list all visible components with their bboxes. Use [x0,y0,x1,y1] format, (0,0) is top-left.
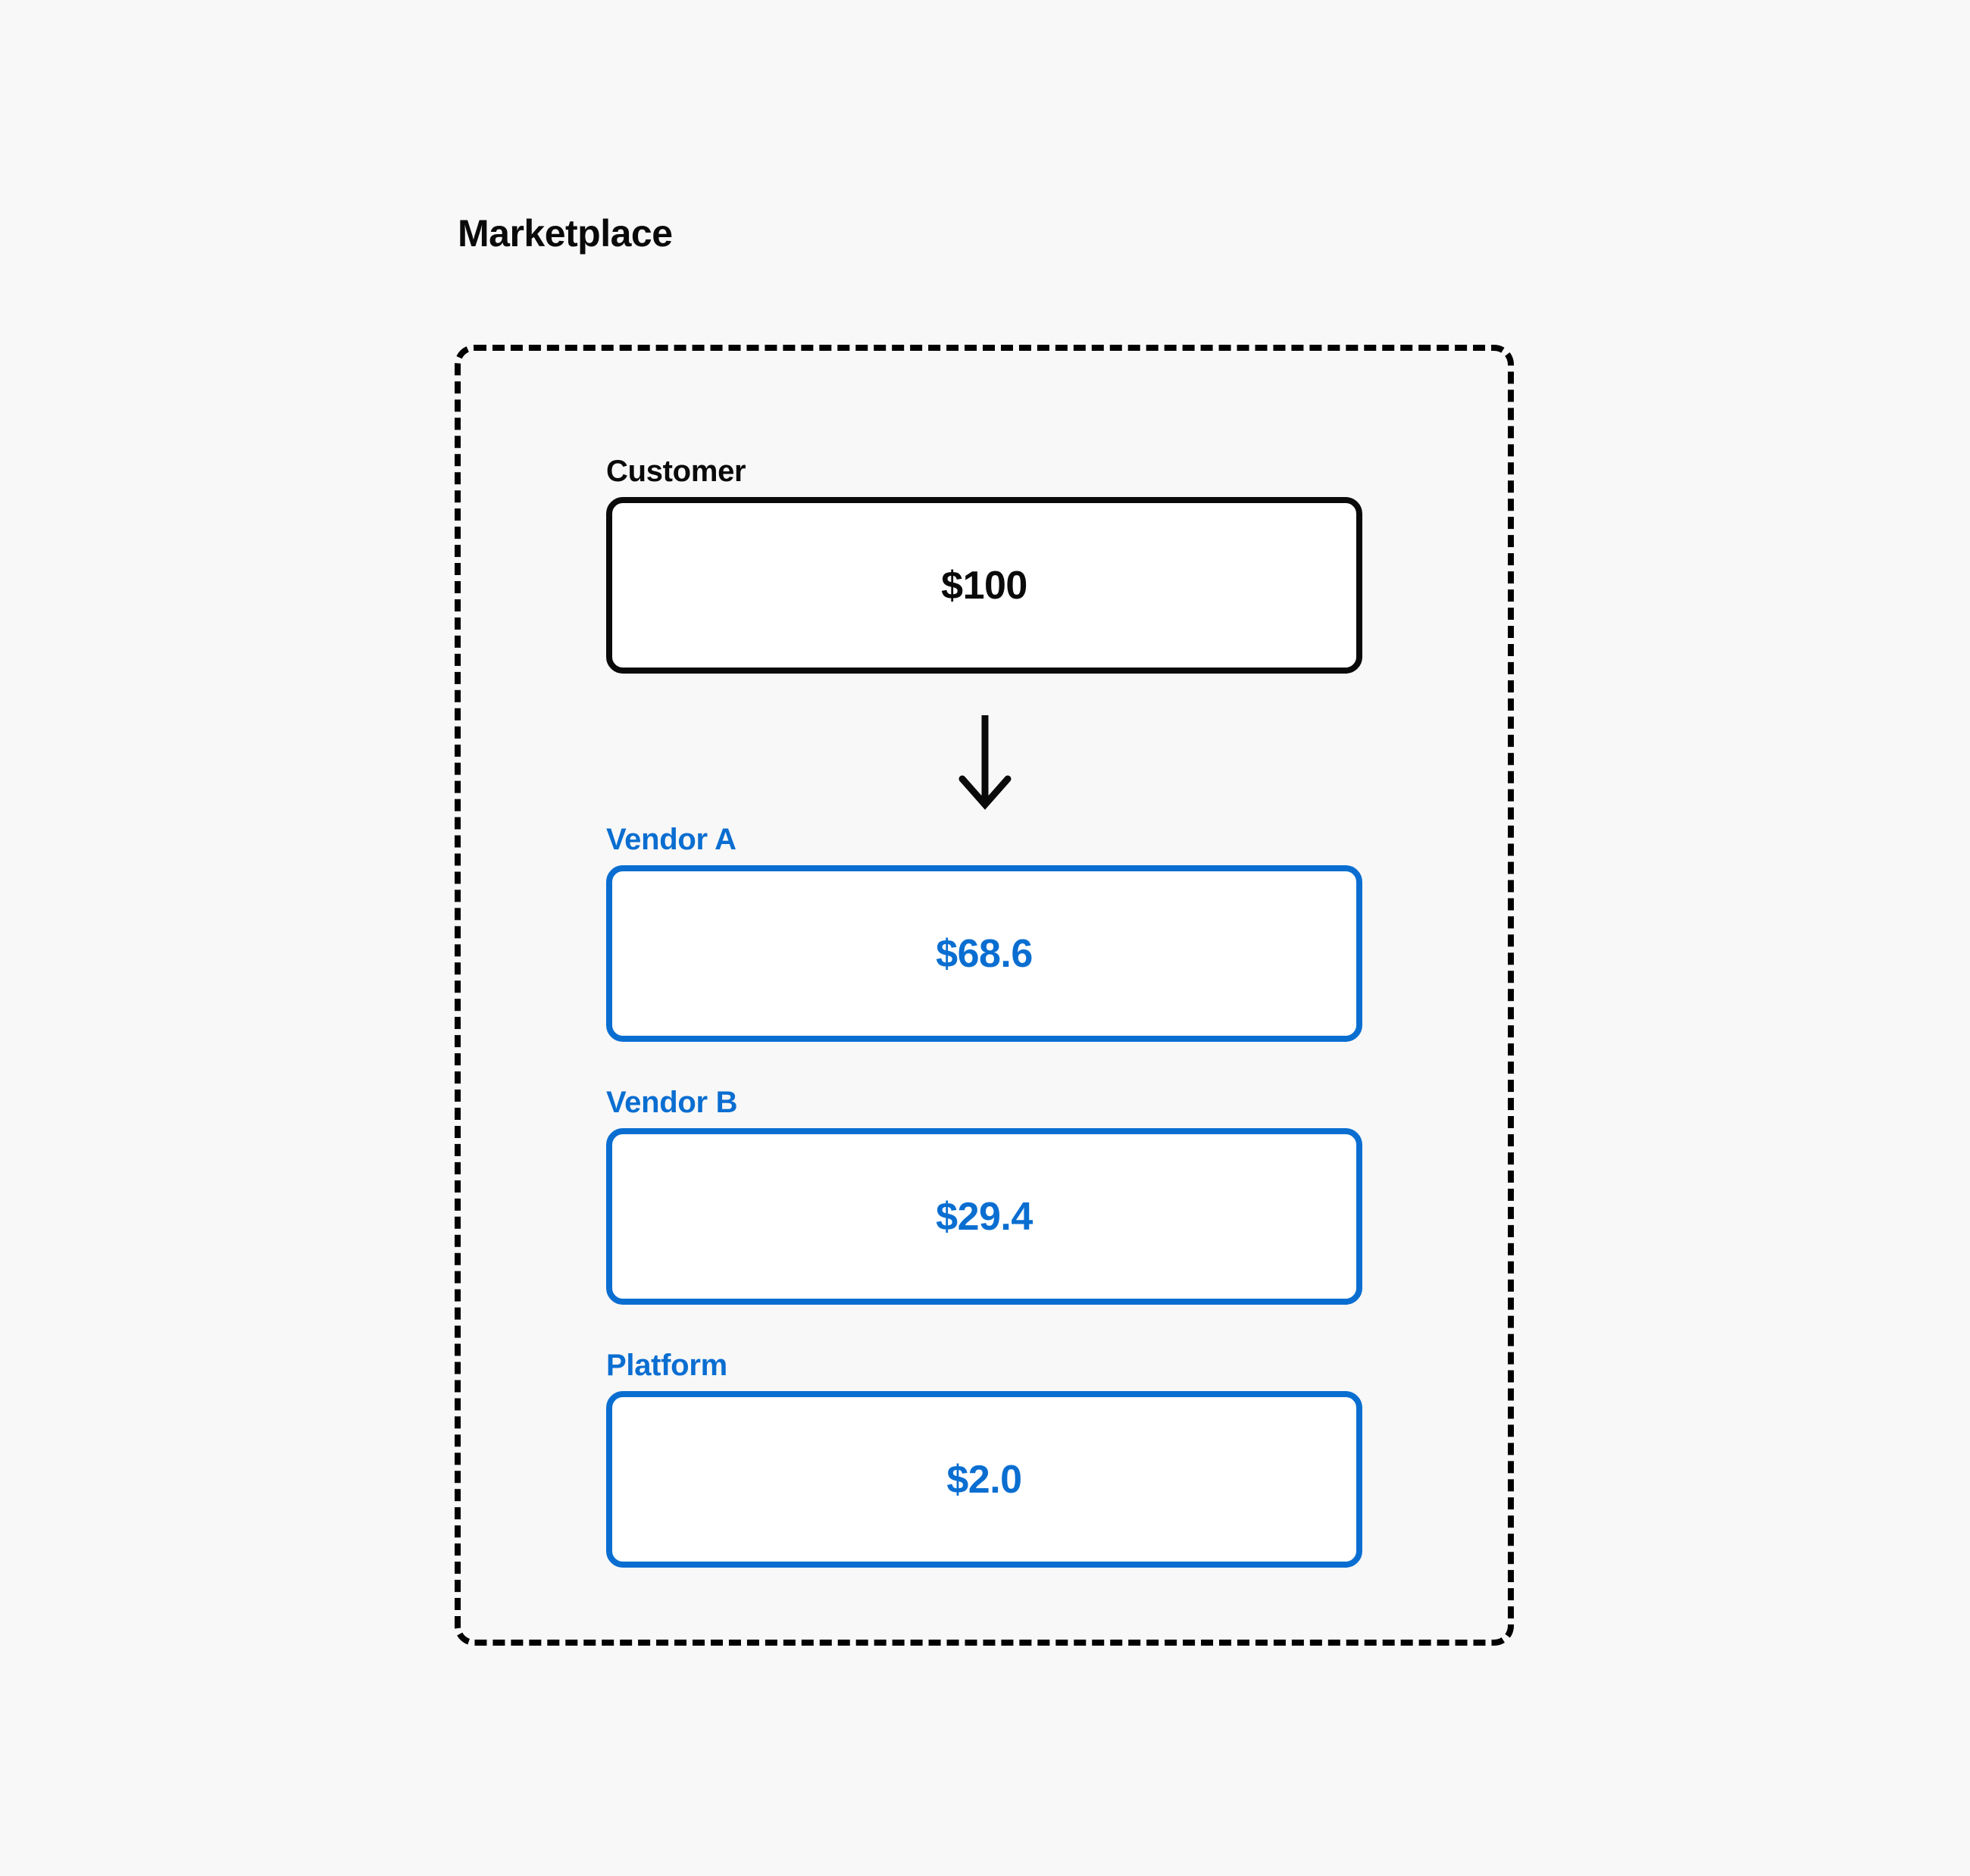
node-box-vendor-a[interactable]: $68.6 [606,865,1362,1042]
node-platform: Platform $2.0 [606,1349,1362,1568]
flow-column: Customer $100 Vendor A $68.6 Vendor B $2… [606,455,1362,1568]
node-label-vendor-b: Vendor B [606,1086,738,1119]
node-label-customer: Customer [606,455,746,488]
node-value-vendor-a: $68.6 [936,931,1033,976]
node-vendor-a: Vendor A $68.6 [606,823,1362,1042]
node-value-vendor-b: $29.4 [936,1194,1033,1239]
page-title: Marketplace [458,212,673,255]
spacer-2 [606,1305,1362,1349]
node-box-vendor-b[interactable]: $29.4 [606,1128,1362,1305]
node-label-platform: Platform [606,1349,727,1382]
node-customer: Customer $100 [606,455,1362,674]
node-box-customer[interactable]: $100 [606,497,1362,674]
marketplace-container [455,345,1514,1646]
node-label-vendor-a: Vendor A [606,823,736,856]
node-value-customer: $100 [941,563,1027,608]
node-box-platform[interactable]: $2.0 [606,1391,1362,1568]
spacer-1 [606,1042,1362,1086]
node-vendor-b: Vendor B $29.4 [606,1086,1362,1305]
arrow-down-icon [949,712,1021,811]
node-value-platform: $2.0 [946,1457,1022,1502]
